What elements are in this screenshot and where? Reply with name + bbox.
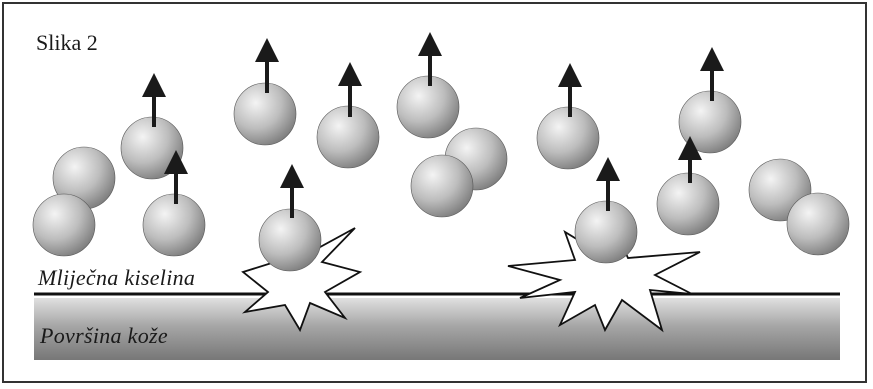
- lactic-acid-label: Mliječna kiselina: [38, 265, 195, 291]
- figure-title: Slika 2: [36, 30, 98, 56]
- particle-sphere-icon: [411, 155, 473, 217]
- particle-sphere-icon: [33, 194, 95, 256]
- particle-sphere-icon: [259, 209, 321, 271]
- particle-sphere-icon: [787, 193, 849, 255]
- skin-surface-label: Površina kože: [40, 323, 168, 349]
